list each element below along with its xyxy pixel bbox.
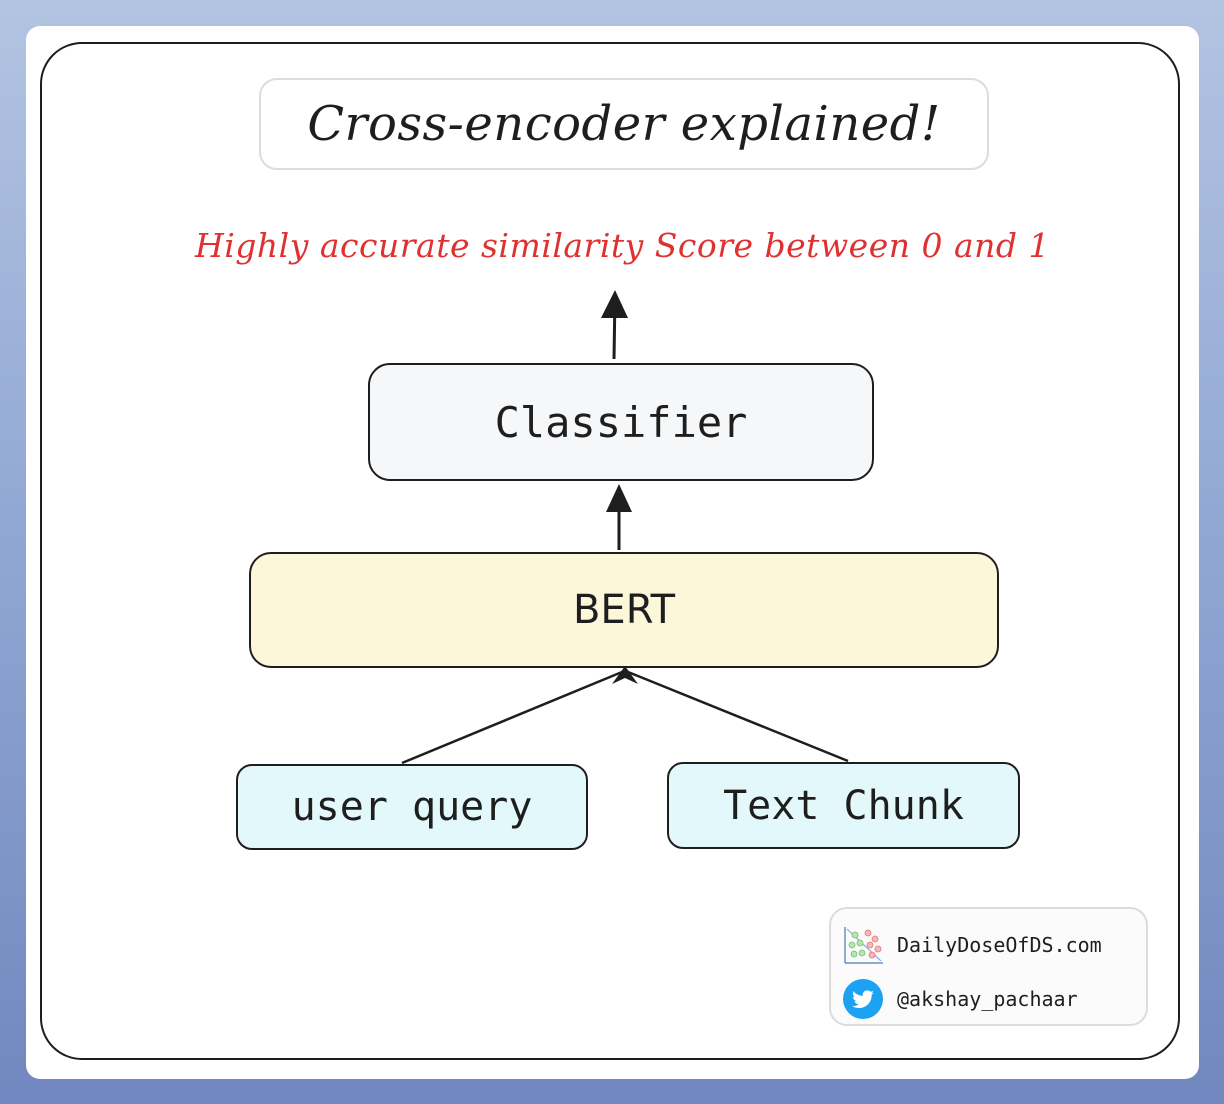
title-box: Cross-encoder explained! (259, 78, 989, 170)
arrow-chunk-to-bert (627, 670, 849, 763)
diagram-title: Cross-encoder explained! (307, 96, 941, 152)
user-query-label: user query (291, 784, 533, 830)
text-chunk-node: Text Chunk (667, 762, 1020, 849)
classifier-node: Classifier (368, 363, 874, 481)
classifier-label: Classifier (494, 397, 748, 447)
arrow-query-to-bert (401, 670, 623, 765)
brand-box: DailyDoseOfDS.com @akshay_pachaar (829, 907, 1148, 1026)
brand-twitter-text: @akshay_pachaar (897, 987, 1078, 1011)
output-score-label: Highly accurate similarity Score between… (194, 226, 1051, 265)
brand-twitter-row[interactable]: @akshay_pachaar (841, 977, 1078, 1021)
bert-label: BERT (572, 587, 676, 633)
twitter-bird-icon (843, 979, 883, 1019)
brand-website-text: DailyDoseOfDS.com (897, 933, 1102, 957)
brand-website-row[interactable]: DailyDoseOfDS.com (841, 923, 1102, 967)
scatter-plot-logo-icon (844, 927, 883, 964)
arrowhead-bert (612, 666, 638, 684)
diagram-frame (40, 42, 1180, 1060)
text-chunk-label: Text Chunk (723, 782, 964, 829)
user-query-node: user query (236, 764, 588, 850)
arrowhead-output (601, 290, 628, 318)
arrowhead-classifier (606, 484, 632, 512)
bert-node: BERT (249, 552, 999, 668)
